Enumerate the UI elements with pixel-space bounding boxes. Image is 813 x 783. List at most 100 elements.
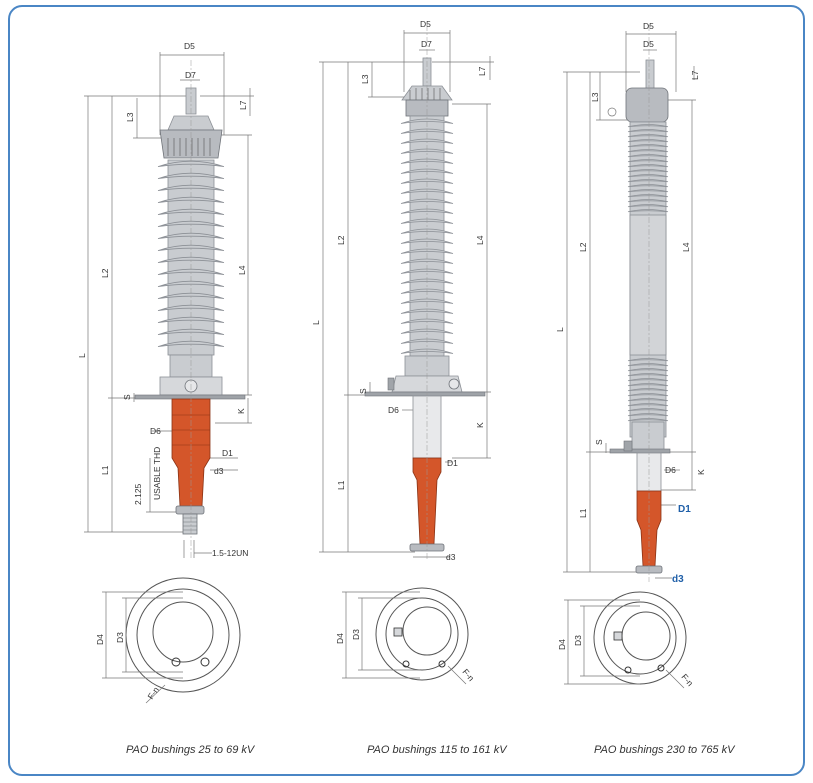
- d1-label-D5: D5: [184, 41, 195, 51]
- insulator-shed: [157, 268, 225, 275]
- insulator-shed: [627, 204, 669, 208]
- insulator-shed: [157, 220, 225, 227]
- insulator-shed: [627, 129, 669, 133]
- d1-thread-label: USABLE THD: [152, 447, 162, 500]
- d1-label-L4: L4: [237, 265, 247, 275]
- d2-label-d3: d3: [446, 552, 456, 562]
- d2-label-L1: L1: [336, 480, 346, 490]
- caption-bushing-2: PAO bushings 115 to 161 kV: [367, 744, 507, 756]
- caption-bushing-1: PAO bushings 25 to 69 kV: [126, 744, 255, 756]
- insulator-shed: [157, 292, 225, 299]
- d3-label-K: K: [696, 469, 706, 475]
- d3-plan-D4: D4: [557, 639, 567, 650]
- d1-label-S: S: [122, 394, 132, 400]
- insulator-shed: [627, 368, 669, 372]
- insulator-shed: [627, 388, 669, 392]
- insulator-shed: [157, 304, 225, 311]
- d1-label-L: L: [77, 353, 87, 358]
- d1-label-L2: L2: [100, 268, 110, 278]
- insulator-shed: [157, 232, 225, 239]
- d2-label-D1: D1: [447, 458, 458, 468]
- d3-label-d3: d3: [672, 574, 684, 585]
- d1-plan-Fn: F-n: [145, 685, 161, 701]
- bushing-1-side-view: [84, 52, 254, 560]
- insulator-shed: [627, 179, 669, 183]
- bushing-2-plan-view: [342, 587, 469, 685]
- insulator-shed: [157, 316, 225, 323]
- d1-label-D7: D7: [185, 70, 196, 80]
- insulator-shed: [627, 373, 669, 377]
- insulator-shed: [627, 144, 669, 148]
- d1-plan-D3: D3: [115, 632, 125, 643]
- caption-bushing-3: PAO bushings 230 to 765 kV: [594, 744, 735, 756]
- bushing-1-plan-view: [102, 577, 241, 704]
- d3-plan-D3: D3: [573, 635, 583, 646]
- insulator-shed: [627, 139, 669, 143]
- insulator-shed: [627, 184, 669, 188]
- bushing-3-plan-view: [564, 591, 687, 689]
- insulator-shed: [627, 159, 669, 163]
- insulator-shed: [627, 199, 669, 203]
- insulator-shed: [627, 169, 669, 173]
- d2-label-S: S: [358, 388, 368, 394]
- d3-label-D1: D1: [678, 504, 691, 515]
- insulator-shed: [157, 208, 225, 215]
- d3-label-S: S: [594, 439, 604, 445]
- insulator-shed: [627, 383, 669, 387]
- d2-label-K: K: [475, 422, 485, 428]
- d1-label-L1: L1: [100, 465, 110, 475]
- d1-thread-dim: 2.125: [133, 483, 143, 505]
- d3-label-L2: L2: [578, 242, 588, 252]
- bushing-3-side-view: [563, 25, 696, 582]
- insulator-shed: [627, 398, 669, 402]
- d2-plan-D4: D4: [335, 633, 345, 644]
- d3-label-D5: D5: [643, 21, 654, 31]
- d1-plan-D4: D4: [95, 634, 105, 645]
- insulator-shed: [400, 208, 454, 214]
- d3-label-L4: L4: [681, 242, 691, 252]
- insulator-shed: [627, 174, 669, 178]
- insulator-shed: [627, 403, 669, 407]
- bushing-2-side-view: [319, 25, 494, 560]
- insulator-shed: [627, 134, 669, 138]
- d3-label-L1: L1: [578, 508, 588, 518]
- d3-label-L3: L3: [590, 92, 600, 102]
- insulator-shed: [157, 328, 225, 335]
- insulator-shed: [627, 209, 669, 213]
- insulator-shed: [627, 363, 669, 367]
- insulator-shed: [627, 358, 669, 362]
- d2-label-L3: L3: [360, 74, 370, 84]
- d2-label-D5: D5: [420, 19, 431, 29]
- d2-label-D7: D7: [421, 39, 432, 49]
- insulator-shed: [157, 340, 225, 347]
- figure-frame: [8, 5, 805, 776]
- insulator-shed: [400, 188, 454, 194]
- d1-label-d3: d3: [214, 466, 224, 476]
- insulator-shed: [627, 164, 669, 168]
- insulator-shed: [627, 418, 669, 422]
- insulator-shed: [400, 128, 454, 134]
- insulator-shed: [157, 244, 225, 251]
- insulator-shed: [157, 160, 225, 167]
- insulator-shed: [627, 413, 669, 417]
- d1-label-K: K: [236, 408, 246, 414]
- insulator-shed: [627, 378, 669, 382]
- insulator-shed: [400, 328, 454, 334]
- insulator-shed: [627, 154, 669, 158]
- insulator-shed: [627, 408, 669, 412]
- d3-label-L7: L7: [690, 70, 700, 80]
- insulator-shed: [157, 196, 225, 203]
- d3-label-D5b: D5: [643, 39, 654, 49]
- d2-label-L7: L7: [477, 66, 487, 76]
- insulator-shed: [627, 189, 669, 193]
- insulator-shed: [400, 248, 454, 254]
- d2-label-L2: L2: [336, 235, 346, 245]
- insulator-shed: [157, 184, 225, 191]
- insulator-shed: [627, 124, 669, 128]
- d1-label-D1: D1: [222, 448, 233, 458]
- insulator-shed: [157, 172, 225, 179]
- insulator-shed: [627, 194, 669, 198]
- insulator-shed: [400, 268, 454, 274]
- insulator-shed: [157, 280, 225, 287]
